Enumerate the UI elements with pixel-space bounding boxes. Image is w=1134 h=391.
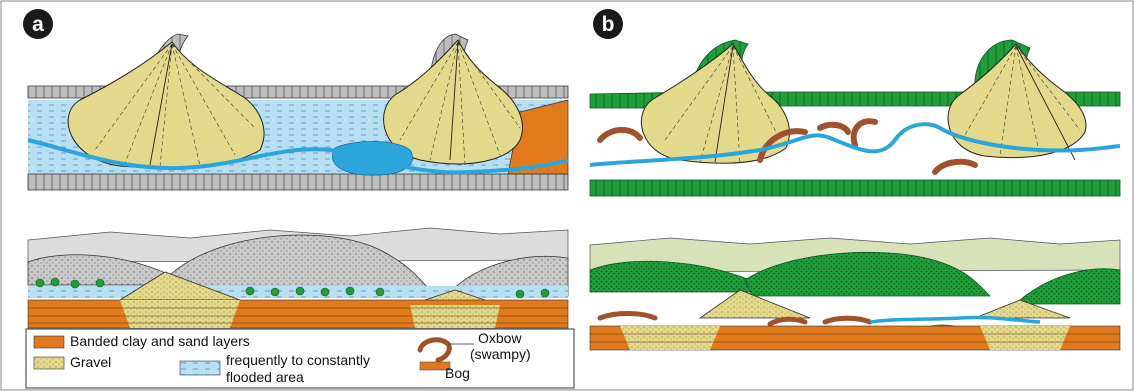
panel-a-badge: a bbox=[23, 9, 53, 39]
legend-swatch-flooded bbox=[180, 361, 220, 375]
legend: Banded clay and sand layers Gravel frequ… bbox=[26, 329, 574, 388]
panel-b-badge: b bbox=[593, 9, 623, 39]
gravel-wedge-b1 bbox=[620, 326, 720, 350]
legend-label-gravel: Gravel bbox=[70, 354, 111, 370]
forest-bottom bbox=[590, 180, 1120, 196]
legend-label-oxbow-2: (swampy) bbox=[470, 346, 531, 362]
forest-top-mid bbox=[750, 92, 980, 106]
legend-label-oxbow: Oxbow bbox=[478, 330, 522, 346]
gravel-wedge-a2 bbox=[410, 305, 500, 328]
panel-a-perspective bbox=[28, 228, 568, 328]
legend-label-flooded-2: flooded area bbox=[226, 369, 304, 385]
legend-label-clay: Banded clay and sand layers bbox=[70, 333, 250, 349]
gravel-wedge-a1 bbox=[120, 300, 240, 328]
panel-a-letter: a bbox=[32, 13, 44, 36]
legend-swatch-clay bbox=[34, 336, 64, 348]
levee-bottom bbox=[28, 174, 568, 190]
legend-swatch-gravel bbox=[34, 357, 64, 369]
panel-b-letter: b bbox=[602, 13, 615, 36]
legend-label-flooded-1: frequently to constantly bbox=[226, 352, 370, 368]
legend-label-bog: Bog bbox=[445, 365, 470, 381]
gravel-wedge-b2 bbox=[980, 326, 1070, 350]
